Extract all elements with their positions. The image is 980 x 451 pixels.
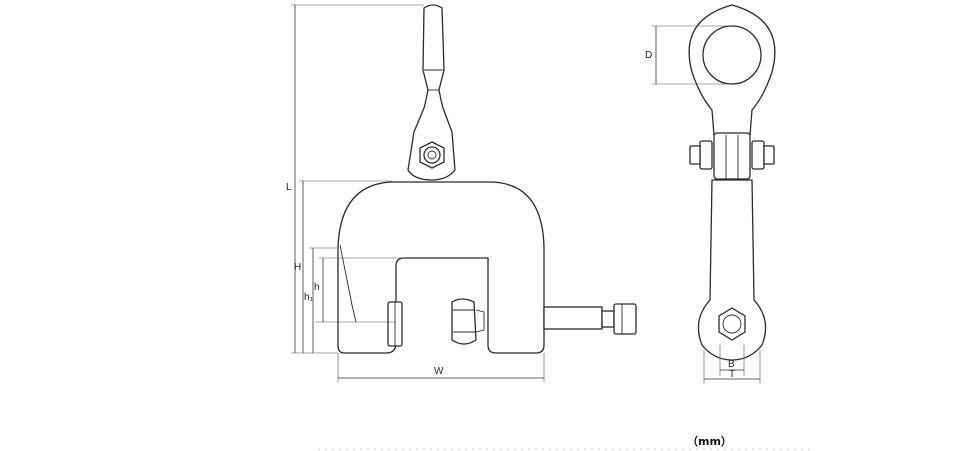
jaw-spring-line: [339, 244, 357, 323]
dim-label-T: T: [729, 369, 735, 380]
shackle: [689, 132, 775, 180]
dim-label-L: L: [286, 182, 292, 193]
side-view: D B T: [645, 4, 776, 383]
swivel-pad: [451, 298, 485, 345]
dim-label-H: H: [294, 262, 301, 273]
dim-label-D: D: [645, 50, 652, 61]
jaw-pad: [387, 301, 403, 347]
eye-ring: [688, 4, 776, 136]
front-view: L H h₁ h W: [286, 4, 637, 382]
dim-label-h: h: [314, 282, 320, 293]
dim-label-B: B: [728, 359, 735, 370]
clamp-body: [337, 181, 545, 354]
unit-note: （mm）: [687, 435, 732, 448]
side-arm: [697, 179, 767, 361]
pivot-nut: [419, 141, 445, 169]
dim-label-h1: h₁: [304, 292, 314, 303]
screw-shaft: [543, 303, 637, 335]
lifting-arm: [407, 4, 456, 181]
dim-label-W: W: [434, 366, 444, 377]
